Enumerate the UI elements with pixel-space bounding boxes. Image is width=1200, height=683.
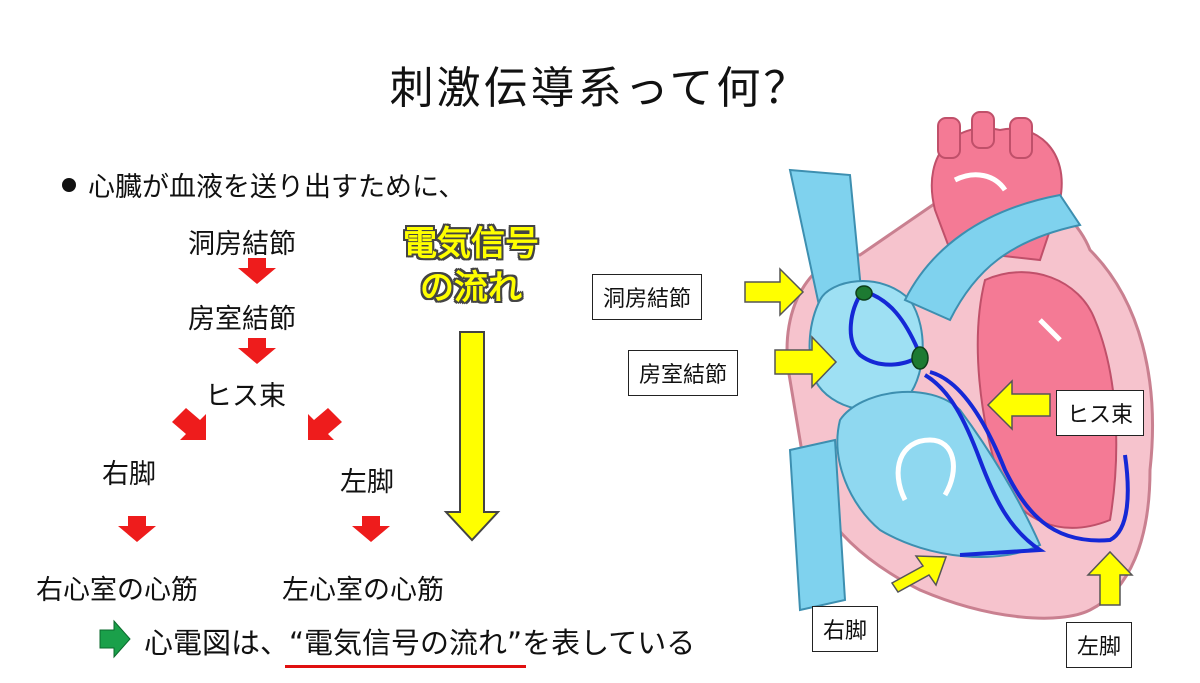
page-title: 刺激伝導系って何？ [389,63,811,114]
flow-arrow-3 [172,408,206,440]
flow-left-branch: 左脚 [340,467,394,498]
flow-right-muscle: 右心室の心筋 [36,575,198,606]
signal-flow-line1: 電気信号 [403,224,539,264]
av-node-marker [911,346,929,370]
bottom-statement: 心電図は、 “電気信号の流れ” を表している [100,620,696,668]
arrow-to-left-branch [1086,550,1134,606]
flow-his-bundle: ヒス束 [205,381,286,412]
heart-illustration [785,111,1154,620]
heart-label-sa-node: 洞房結節 [592,274,703,320]
flow-av-node: 房室結節 [188,304,296,335]
signal-flow-label: 電気信号 の流れ [386,222,556,310]
bullet-text: 心臓が血液を送り出すために、 [88,172,466,203]
heart-label-his-bundle: ヒス束 [1056,390,1145,436]
signal-flow-line2: の流れ [420,268,522,308]
sa-node-marker [855,285,873,301]
bottom-prefix: 心電図は、 [144,626,290,660]
bottom-quoted: “電気信号の流れ” [285,620,527,668]
flow-sa-node: 洞房結節 [188,229,296,260]
arrow-to-his-bundle [986,379,1051,431]
flow-arrow-4 [308,408,342,440]
flow-arrow-5 [118,516,156,542]
arrow-to-sa-node [744,267,805,317]
bottom-suffix: を表している [522,626,696,660]
flow-arrow-1 [238,258,276,284]
arrow-to-right-branch [890,555,948,593]
heart-label-av-node: 房室結節 [628,350,739,396]
bullet-line: 心臓が血液を送り出すために、 [62,165,465,204]
bullet-dot [62,177,76,192]
flow-right-branch: 右脚 [102,459,156,490]
flow-left-muscle: 左心室の心筋 [282,575,444,606]
flow-arrow-6 [352,516,390,542]
heart-label-left-branch: 左脚 [1066,622,1133,668]
heart-label-right-branch: 右脚 [812,606,879,652]
arrow-to-av-node [774,335,838,389]
flow-arrow-2 [238,338,276,364]
signal-down-arrow [443,331,501,542]
green-arrow-icon [99,619,131,659]
